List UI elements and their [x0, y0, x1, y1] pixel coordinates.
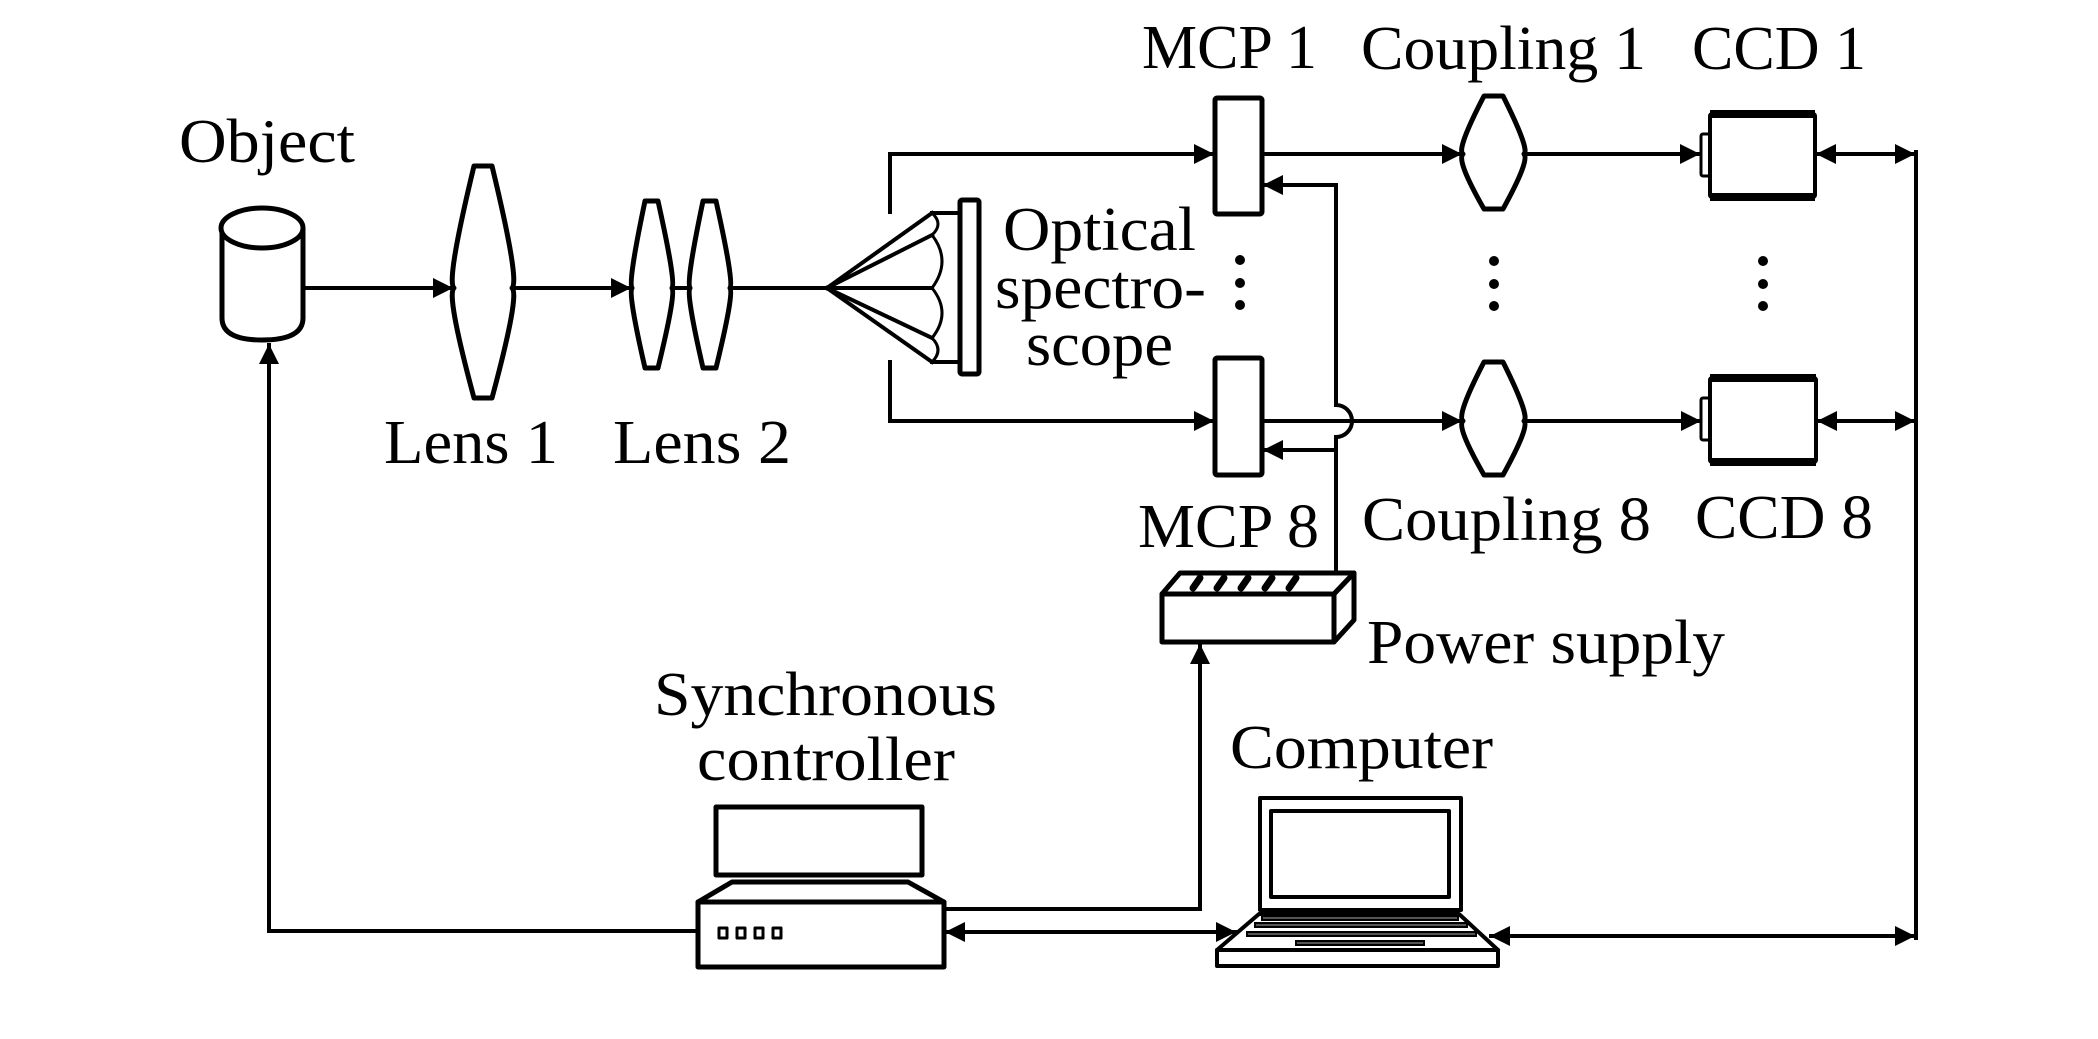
ccd8-camera-icon — [1699, 374, 1818, 466]
coupling1-label: Coupling 1 — [1361, 15, 1646, 83]
mcp1-icon — [1212, 95, 1265, 217]
coupling-ellipsis-icon — [1489, 256, 1499, 311]
mcp8-icon — [1212, 355, 1265, 478]
mcp-ellipsis-icon — [1235, 255, 1245, 310]
ccd-ellipsis-icon — [1758, 256, 1768, 311]
coupling8-label: Coupling 8 — [1362, 486, 1651, 554]
sync-controller-label-line1: Synchronous — [654, 661, 997, 729]
lens1-icon — [449, 163, 517, 401]
lens1-label: Lens 1 — [384, 409, 558, 477]
spectroscope-icon — [824, 197, 982, 377]
power-supply-label: Power supply — [1367, 609, 1725, 677]
branch-to-mcp8 — [888, 360, 1215, 431]
lens2-label: Lens 2 — [613, 409, 791, 477]
computer-label: Computer — [1230, 714, 1493, 782]
power-supply-icon — [1159, 570, 1357, 645]
ccd8-label: CCD 8 — [1695, 484, 1873, 552]
sync-controller-label-line2: controller — [697, 726, 955, 794]
spectroscope-label-line3: scope — [1026, 311, 1173, 379]
controller-to-power-supply — [942, 643, 1210, 911]
spectroscope-label-line1: Optical — [1003, 196, 1196, 264]
computer-laptop-icon — [1215, 796, 1500, 968]
lens2-doublet-icon — [628, 198, 734, 371]
object-label: Object — [179, 108, 355, 176]
branch-to-mcp1 — [888, 144, 1215, 214]
mcp1-label: MCP 1 — [1142, 14, 1317, 82]
coupling8-icon — [1459, 359, 1528, 478]
coupling1-icon — [1459, 93, 1528, 212]
power-line-vertical — [1334, 183, 1354, 575]
mcp8-label: MCP 8 — [1138, 493, 1319, 561]
ccd1-label: CCD 1 — [1692, 15, 1866, 83]
object-cylinder-icon — [218, 205, 306, 343]
controller-to-object-trigger — [259, 343, 700, 933]
spectroscope-label-line2: spectro- — [995, 254, 1206, 322]
ccd1-camera-icon — [1699, 110, 1817, 201]
sync-controller-icon — [695, 804, 947, 970]
